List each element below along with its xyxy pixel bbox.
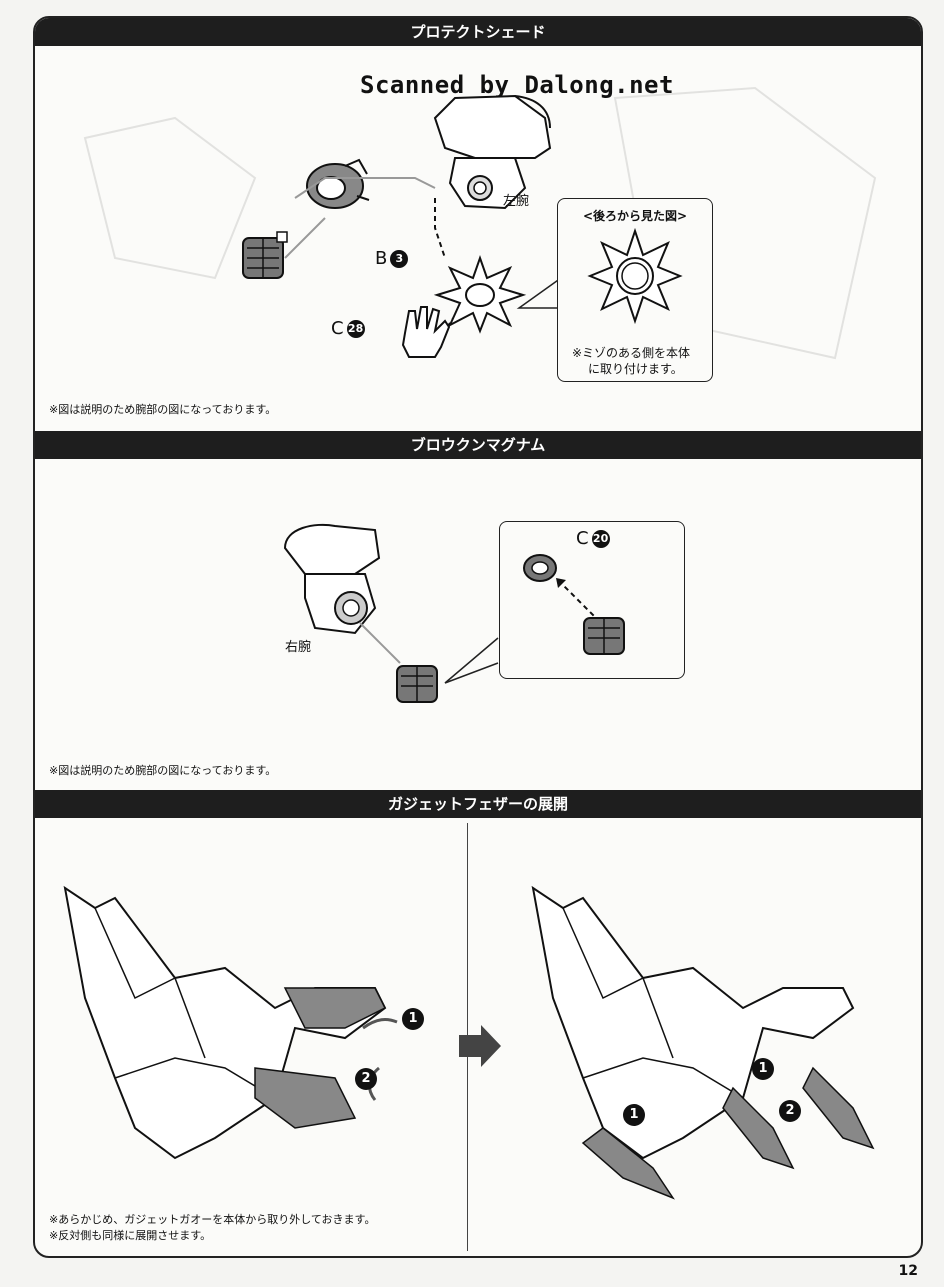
part-number-badge: 20 xyxy=(591,529,610,548)
page-number: 12 xyxy=(898,1263,918,1279)
scan-watermark: Scanned by Dalong.net xyxy=(360,71,674,99)
right-arm-label: 右腕 xyxy=(285,640,312,655)
callout-note-line-2: に取り付けます。 xyxy=(588,362,683,376)
callout-pointer-2 xyxy=(444,637,499,684)
step-2-badge: 2 xyxy=(355,1068,377,1090)
part-c20-label: C 20 xyxy=(576,528,610,549)
left-arm-illustration xyxy=(433,94,552,210)
wing-before-illustration xyxy=(63,885,387,1160)
part-c28-label: C 28 xyxy=(331,318,365,339)
section-title-gadget-feather: ガジェットフェザーの展開 xyxy=(35,790,921,818)
manual-page: プロテクトシェード Scanned by Dalong.net 左腕 B 3 xyxy=(33,16,923,1258)
step-1-badge: 1 xyxy=(402,1008,424,1030)
part-letter: B xyxy=(375,248,388,269)
step-1-badge-after-lower: 1 xyxy=(623,1104,645,1126)
part-number-badge: 3 xyxy=(390,249,409,268)
section-2-note: ※図は説明のため腕部の図になっております。 xyxy=(49,764,277,777)
part-b-label: B 3 xyxy=(375,248,409,269)
wrist-ring-part xyxy=(523,554,557,582)
right-arm-illustration xyxy=(283,523,381,635)
open-hand-part xyxy=(401,306,451,358)
callout-title: <後ろから見た図> xyxy=(582,209,688,223)
step-2-badge-after: 2 xyxy=(779,1100,801,1122)
section-title-protect-shade: プロテクトシェード xyxy=(35,18,921,46)
part-letter: C xyxy=(331,318,344,339)
guide-line-right-arm xyxy=(359,622,401,664)
right-fist-part xyxy=(396,665,438,703)
fist-detail-part xyxy=(583,617,625,655)
section-3-note-1: ※あらかじめ、ガジェットガオーを本体から取り外しておきます。 xyxy=(49,1213,376,1226)
callout-pointer xyxy=(516,277,562,309)
magnum-detail-callout: C 20 xyxy=(499,521,685,679)
step-1-badge-after-upper: 1 xyxy=(752,1058,774,1080)
rear-view-star-illustration xyxy=(587,227,683,325)
next-arrow xyxy=(459,1025,501,1067)
attach-arrow xyxy=(555,577,601,623)
left-arm-label: 左腕 xyxy=(503,194,530,209)
left-fist-part xyxy=(242,231,288,279)
section-1-note: ※図は説明のため腕部の図になっております。 xyxy=(49,403,277,416)
shade-star-part xyxy=(433,254,527,334)
section-title-broken-magnum: ブロウクンマグナム xyxy=(35,431,921,459)
callout-note-line-1: ※ミゾのある側を本体 xyxy=(572,346,691,360)
rear-view-callout: <後ろから見た図> ※ミゾのある側を本体 に取り付けます。 xyxy=(557,198,713,382)
wing-after-illustration xyxy=(531,885,875,1200)
part-letter: C xyxy=(576,528,589,549)
section-3-note-2: ※反対側も同様に展開させます。 xyxy=(49,1229,212,1242)
part-number-badge: 28 xyxy=(346,319,365,338)
